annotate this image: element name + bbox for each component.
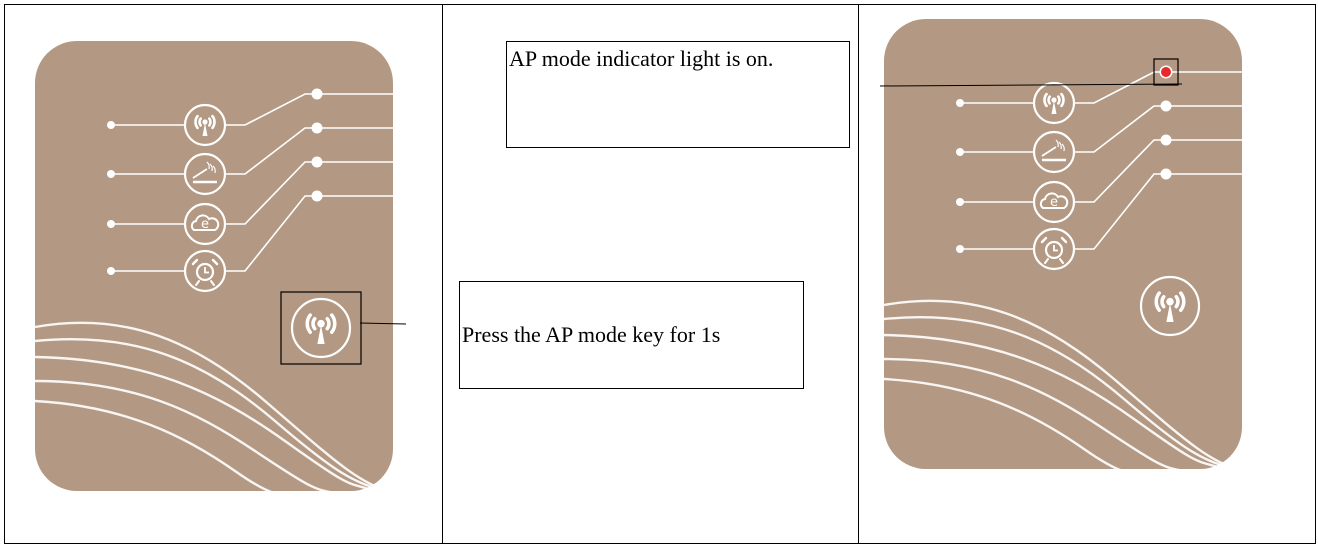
panel-body: e	[883, 19, 1244, 474]
panel-body: e	[34, 41, 395, 496]
indicator-line	[225, 127, 395, 175]
decorative-swoosh	[34, 399, 298, 496]
decorative-swoosh	[883, 299, 1243, 473]
indicator-line	[225, 195, 395, 272]
left-dot	[107, 170, 115, 178]
indicator-line	[1074, 71, 1244, 104]
status-indicator	[311, 88, 323, 100]
left-dot	[107, 121, 115, 129]
left-dot	[107, 267, 115, 275]
left-dot	[956, 245, 964, 253]
indicator-line	[1074, 105, 1244, 153]
panel-background	[35, 41, 393, 491]
decorative-swoosh	[34, 379, 336, 495]
svg-text:e: e	[1050, 195, 1058, 210]
indicator-line	[1074, 139, 1244, 203]
instructions-cell: AP mode indicator light is on. Press the…	[443, 5, 858, 543]
action-callout-text: Press the AP mode key for 1s	[462, 322, 721, 347]
column-divider	[442, 5, 443, 543]
control-panel-after: e	[883, 19, 1244, 474]
left-dot	[956, 198, 964, 206]
svg-text:e: e	[201, 217, 209, 232]
ap-mode-indicator-light	[1161, 67, 1171, 77]
decorative-swoosh	[34, 321, 394, 495]
status-indicator	[1160, 100, 1172, 112]
panel-after-cell: e	[859, 5, 1317, 543]
indicator-callout-text: AP mode indicator light is on.	[509, 46, 774, 71]
indicator-line	[225, 93, 395, 126]
panel-before-cell: e	[5, 5, 442, 543]
decorative-swoosh	[34, 337, 390, 495]
decorative-swoosh	[883, 357, 1185, 473]
status-indicator	[311, 156, 323, 168]
ap-mode-key-icon	[1139, 275, 1201, 337]
decorative-swoosh	[883, 333, 1225, 471]
ap-mode-key-icon	[290, 297, 352, 359]
panel-background	[884, 19, 1242, 469]
status-indicator	[1160, 134, 1172, 146]
indicator-callout: AP mode indicator light is on.	[506, 41, 850, 148]
ap-key-highlight-box	[280, 291, 362, 365]
status-indicator	[311, 122, 323, 134]
action-callout: Press the AP mode key for 1s	[459, 281, 804, 389]
decorative-swoosh	[34, 355, 376, 493]
column-divider	[858, 5, 859, 543]
indicator-line	[225, 161, 395, 225]
indicator-line	[1074, 173, 1244, 250]
decorative-swoosh	[883, 315, 1239, 473]
left-dot	[956, 99, 964, 107]
status-indicator	[1160, 168, 1172, 180]
control-panel-before: e	[34, 41, 395, 496]
decorative-swoosh	[883, 377, 1147, 474]
left-dot	[956, 148, 964, 156]
left-dot	[107, 220, 115, 228]
instruction-table: e AP mode indicator light is on. Press t…	[4, 4, 1316, 544]
status-indicator	[311, 190, 323, 202]
